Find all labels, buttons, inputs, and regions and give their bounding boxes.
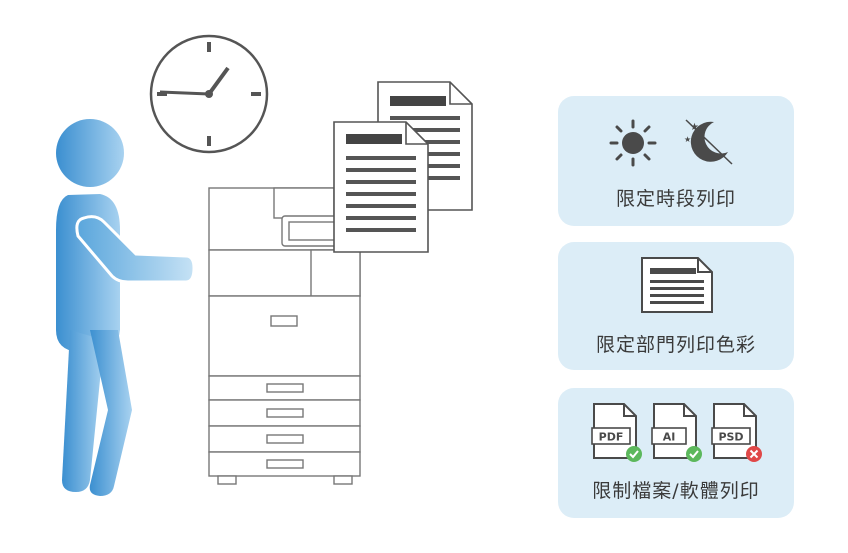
pdf-label: PDF (599, 431, 624, 444)
person-figure (56, 119, 196, 496)
color-document-icon (641, 257, 713, 313)
card-label-file: 限制檔案/軟體列印 (592, 480, 760, 502)
clock-icon (149, 34, 269, 154)
svg-text:★: ★ (684, 135, 691, 144)
card-time-restriction: ★ ★ 限定時段列印 (558, 96, 794, 226)
ai-label: AI (663, 431, 676, 444)
card-label-department: 限定部門列印色彩 (595, 334, 756, 356)
sun-icon (609, 119, 657, 167)
card-file-software-restriction: PDF AI PSD 限制檔案/軟體列印 (558, 388, 794, 518)
card-label-time: 限定時段列印 (615, 188, 736, 210)
card-department-color: 限定部門列印色彩 (558, 242, 794, 370)
pdf-file-icon: PDF (591, 403, 642, 462)
psd-label: PSD (718, 431, 743, 444)
psd-file-icon: PSD (711, 403, 762, 462)
moon-night-icon: ★ ★ (684, 119, 733, 165)
office-illustration (56, 34, 473, 496)
printed-document-front (333, 121, 429, 253)
ai-file-icon: AI (651, 403, 702, 462)
